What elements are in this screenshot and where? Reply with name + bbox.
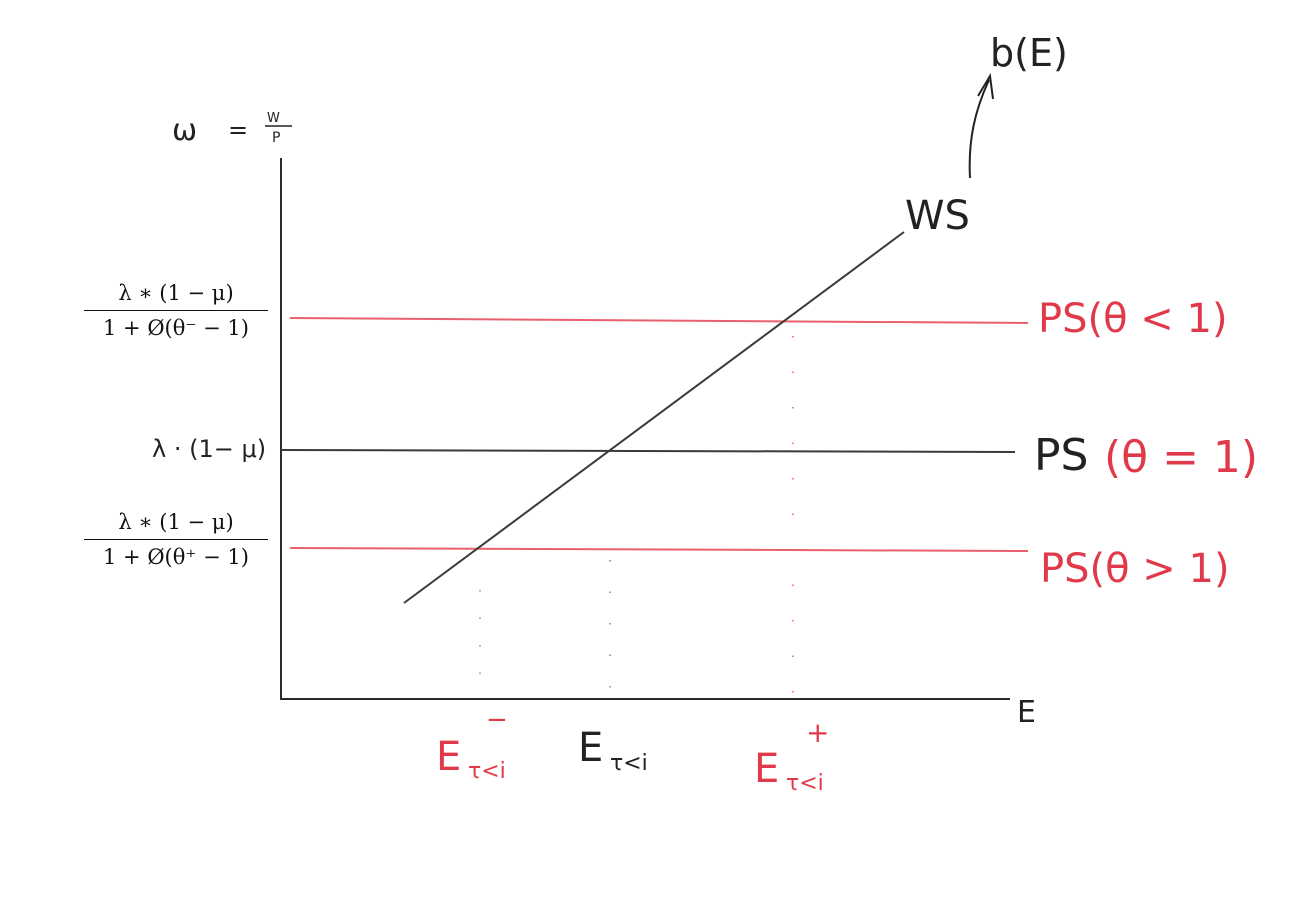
tick-label-upper-numerator: λ ∗ (1 − μ) [84, 283, 268, 311]
x-tick-e-plus-base: E [754, 746, 779, 792]
ps-label-ps: PS [1034, 430, 1088, 481]
y-axis-p: P [272, 130, 280, 146]
x-tick-e-zero-base: E [578, 725, 603, 771]
arrow-head-icon [977, 73, 994, 100]
x-tick-e-minus: E τ<i − [436, 705, 508, 784]
x-tick-e-plus: E τ<i + [754, 716, 829, 796]
x-tick-e-minus-sup: − [486, 705, 508, 735]
ps-line-theta-below-1 [289, 317, 1029, 324]
x-tick-e-plus-sub: τ<i [786, 771, 824, 796]
tick-label-lower-denominator: 1 + Ø(θ⁺ − 1) [103, 545, 249, 569]
ps-label-theta-equal-1: (θ = 1) [1104, 432, 1258, 483]
ps-label-theta-below-1: PS(θ < 1) [1038, 296, 1228, 342]
ws-label: WS [905, 193, 970, 239]
y-axis-equals: = [228, 116, 248, 144]
ps-line-theta-above-1 [289, 547, 1029, 552]
tick-label-middle: λ · (1− μ) [152, 435, 266, 463]
x-tick-e-zero: E τ<i [578, 725, 648, 776]
tick-label-lower: λ ∗ (1 − μ) 1 + Ø(θ⁺ − 1) [84, 512, 268, 568]
tick-label-upper-denominator: 1 + Ø(θ⁻ − 1) [103, 316, 249, 340]
tick-label-lower-numerator: λ ∗ (1 − μ) [84, 512, 268, 540]
ws-arrow [968, 79, 990, 179]
tick-label-upper: λ ∗ (1 − μ) 1 + Ø(θ⁻ − 1) [84, 283, 268, 339]
b-e-label: b(E) [990, 31, 1068, 75]
x-tick-e-minus-sub: τ<i [468, 759, 506, 784]
x-tick-e-plus-sup: + [806, 716, 829, 749]
x-axis-label: E [1017, 695, 1036, 730]
x-tick-e-minus-base: E [436, 734, 461, 780]
x-tick-e-zero-sub: τ<i [610, 751, 648, 776]
ws-line [403, 231, 905, 604]
y-axis-omega: ω [172, 113, 197, 148]
ps-line-theta-equal-1 [280, 449, 1016, 453]
y-axis-w: W [267, 111, 280, 126]
ps-label-theta-above-1: PS(θ > 1) [1040, 546, 1230, 592]
